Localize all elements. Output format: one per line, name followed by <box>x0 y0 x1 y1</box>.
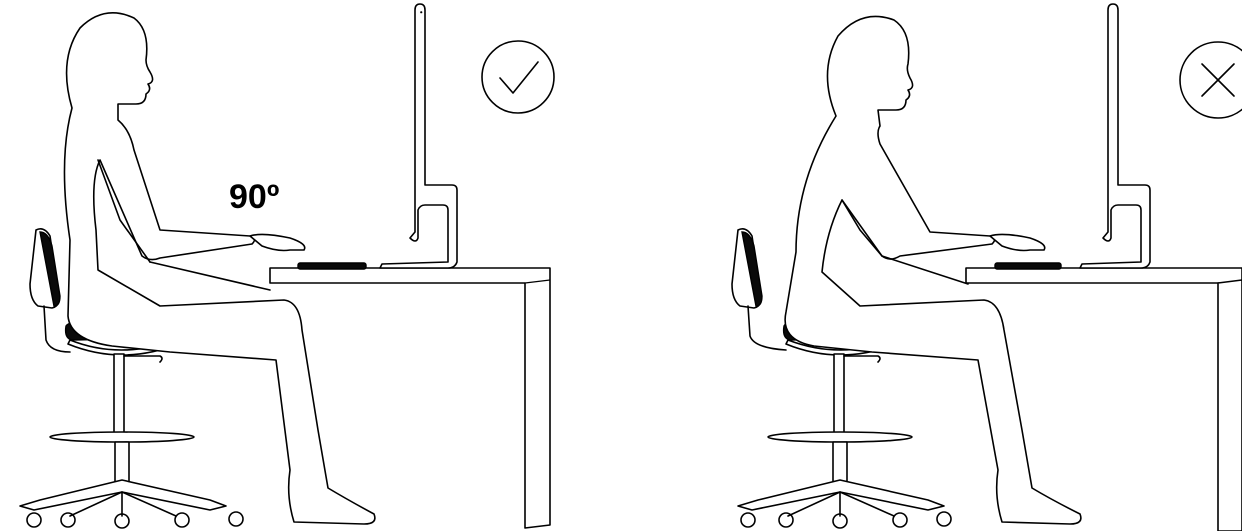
check-circle-icon <box>482 41 554 113</box>
keyboard <box>298 263 366 269</box>
scene-bad-posture <box>732 4 1242 531</box>
chair <box>732 229 951 528</box>
scene-good-posture: 90º <box>20 4 554 528</box>
x-circle-icon <box>1180 42 1242 118</box>
angle-label: 90º <box>229 178 279 216</box>
chair <box>20 229 243 528</box>
monitor <box>380 4 457 268</box>
monitor <box>1080 4 1150 268</box>
keyboard <box>995 263 1061 269</box>
